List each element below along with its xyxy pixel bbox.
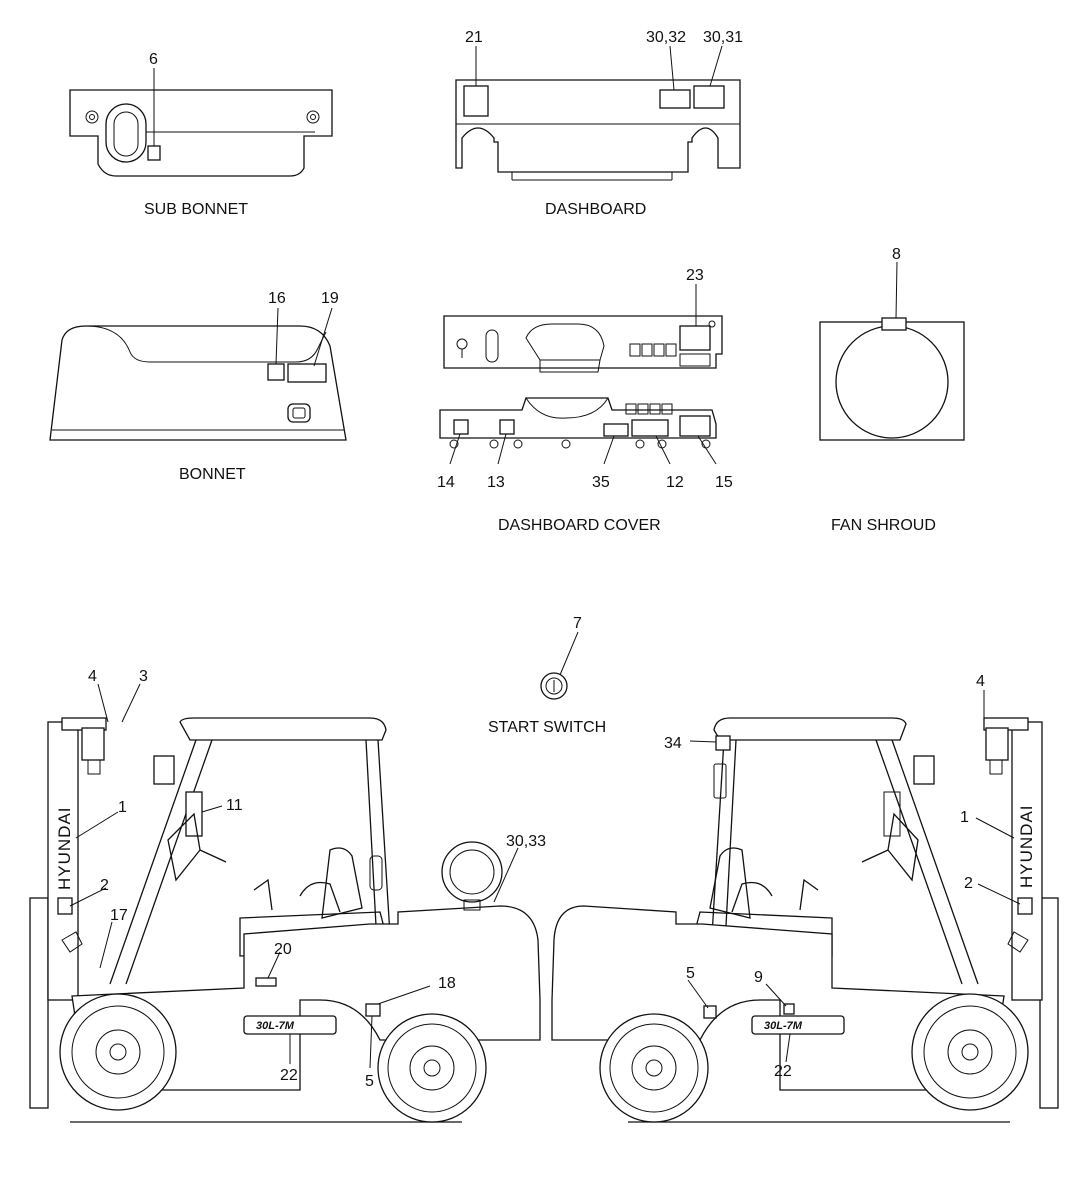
fan-shroud-part bbox=[819, 261, 965, 441]
decal-5-right bbox=[703, 1005, 717, 1019]
callout-8: 8 bbox=[892, 246, 901, 263]
decal-6 bbox=[147, 145, 161, 161]
decal-20 bbox=[255, 977, 277, 987]
callout-left-5: 5 bbox=[365, 1073, 374, 1090]
forklift-right-view: HYUNDAI 30L-7M bbox=[551, 690, 1059, 1123]
callout-right-22: 22 bbox=[774, 1063, 792, 1080]
callout-left-2: 2 bbox=[100, 877, 109, 894]
caption-dashboard: DASHBOARD bbox=[545, 201, 646, 218]
dashboard-part bbox=[455, 45, 741, 181]
caption-fan-shroud: FAN SHROUD bbox=[831, 517, 936, 534]
decal-35 bbox=[603, 423, 629, 437]
callout-left-4: 4 bbox=[88, 668, 97, 685]
callout-left-3: 3 bbox=[139, 668, 148, 685]
decal-text-left: 30L-7M bbox=[256, 1020, 295, 1032]
decal-30-32 bbox=[659, 89, 691, 109]
decal-16 bbox=[267, 363, 285, 381]
decal-2-left bbox=[57, 897, 73, 915]
callout-21: 21 bbox=[465, 29, 483, 46]
callout-right-4: 4 bbox=[976, 673, 985, 690]
decal-18 bbox=[365, 1003, 381, 1017]
callout-14: 14 bbox=[437, 474, 455, 491]
callout-7: 7 bbox=[573, 615, 582, 632]
bonnet-part bbox=[49, 307, 347, 441]
decal-2-right bbox=[1017, 897, 1033, 915]
decal-21 bbox=[463, 85, 489, 117]
callout-19: 19 bbox=[321, 290, 339, 307]
decal-8 bbox=[881, 317, 907, 331]
callout-12: 12 bbox=[666, 474, 684, 491]
caption-bonnet: BONNET bbox=[179, 466, 246, 483]
callout-left-1: 1 bbox=[118, 799, 127, 816]
callout-left-22: 22 bbox=[280, 1067, 298, 1084]
mast-brand-right: HYUNDAI bbox=[1017, 804, 1036, 888]
callout-35: 35 bbox=[592, 474, 610, 491]
callout-30-31: 30,31 bbox=[703, 29, 743, 46]
decal-30-31 bbox=[693, 85, 725, 109]
callout-right-9: 9 bbox=[754, 969, 763, 986]
decal-34 bbox=[715, 735, 731, 751]
callout-right-1: 1 bbox=[960, 809, 969, 826]
callout-right-2: 2 bbox=[964, 875, 973, 892]
decal-9 bbox=[783, 1003, 795, 1015]
callout-left-17: 17 bbox=[110, 907, 128, 924]
decal-19 bbox=[287, 363, 327, 383]
callout-16: 16 bbox=[268, 290, 286, 307]
caption-sub-bonnet: SUB BONNET bbox=[144, 201, 248, 218]
callout-left-18: 18 bbox=[438, 975, 456, 992]
callout-23: 23 bbox=[686, 267, 704, 284]
callout-15: 15 bbox=[715, 474, 733, 491]
dashboard-cover-part bbox=[439, 284, 723, 465]
callout-right-34: 34 bbox=[664, 735, 682, 752]
callout-right-5: 5 bbox=[686, 965, 695, 982]
callout-left-11: 11 bbox=[226, 797, 243, 814]
decal-22-right bbox=[751, 1015, 845, 1035]
callout-left-30-33: 30,33 bbox=[506, 833, 546, 850]
forklift-left-view: HYUNDAI 30L-7M bbox=[29, 683, 541, 1123]
mast-brand-left: HYUNDAI bbox=[55, 806, 74, 890]
decal-14 bbox=[453, 419, 469, 435]
decal-15 bbox=[679, 415, 711, 437]
caption-dashboard-cover: DASHBOARD COVER bbox=[498, 517, 661, 534]
callout-13: 13 bbox=[487, 474, 505, 491]
decal-23 bbox=[679, 325, 711, 351]
sub-bonnet-part bbox=[69, 68, 333, 177]
decal-13 bbox=[499, 419, 515, 435]
decal-text-right: 30L-7M bbox=[764, 1020, 803, 1032]
decal-12 bbox=[631, 419, 669, 437]
start-switch-part bbox=[540, 631, 579, 700]
callout-30-32: 30,32 bbox=[646, 29, 686, 46]
callout-left-20: 20 bbox=[274, 941, 292, 958]
caption-start-switch: START SWITCH bbox=[488, 719, 606, 736]
callout-6: 6 bbox=[149, 51, 158, 68]
